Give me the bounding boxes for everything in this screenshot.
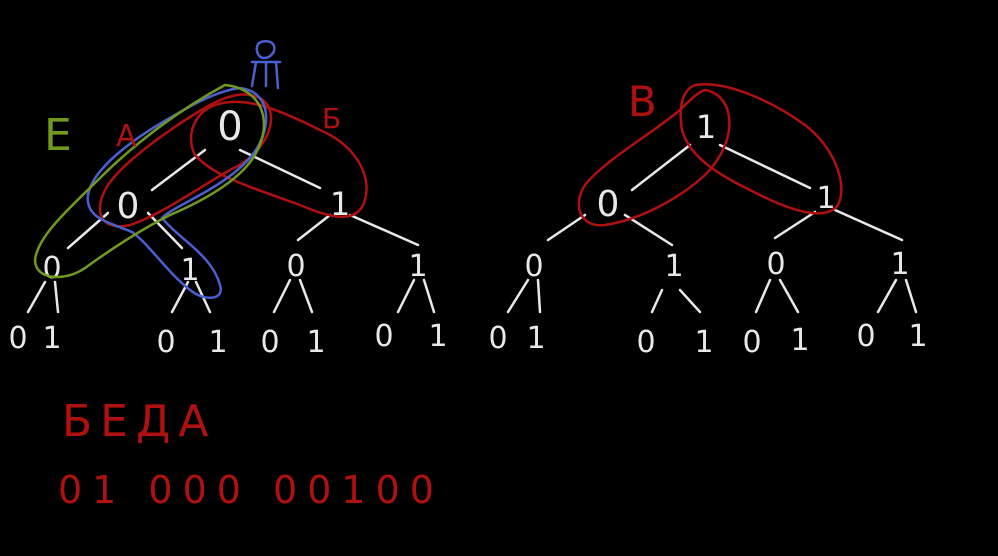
edge [546,213,587,242]
result: БЕДА 01 000 00100 [58,396,444,512]
tree-1-l1-left: 0 [117,186,140,227]
edge [650,288,664,314]
tree-1-leaf-1: 1 [42,321,61,356]
binary-code: 01 000 00100 [58,468,444,512]
edge [904,278,918,314]
tree-1-leaf-3: 1 [208,325,227,360]
edge [718,143,812,190]
tree-2-leaf-3: 1 [694,325,713,360]
edge [53,280,60,314]
tree-2-edges [506,143,918,314]
edge [623,213,674,247]
tree-2-leaf-1: 1 [526,321,545,356]
edge [396,278,416,314]
label-e: Е [44,110,72,161]
tree-1-l2-0: 0 [42,251,61,286]
tree-2-leaf-4: 0 [742,325,761,360]
tree-2-l1-right: 1 [816,181,835,216]
loop-d [86,86,268,299]
label-b: Б [322,102,341,135]
tree-2-l2-2: 0 [766,247,785,282]
tree-2-l2-0: 0 [524,249,543,284]
tree-1-leaf-0: 0 [8,321,27,356]
tree-2-l1-left: 0 [597,184,620,225]
edge [296,213,332,242]
edge [833,208,904,242]
edge [422,278,436,314]
tree-1-leaf-2: 0 [156,325,175,360]
tree-1-l2-3: 1 [408,249,427,284]
loop-e [33,83,266,279]
edge [26,280,47,314]
edge [678,288,702,314]
tree-2-leaf-6: 0 [856,319,875,354]
tree-1-l2-2: 0 [286,249,305,284]
tree-1-leaf-4: 0 [260,325,279,360]
loop-v-right [679,83,843,215]
tree-1-leaf-6: 0 [374,319,393,354]
edge [778,278,800,314]
tree-2-leaf-0: 0 [488,321,507,356]
tree-2-leaf-5: 1 [790,323,809,358]
tree-1-l2-1: 1 [180,253,199,288]
label-v: В [628,77,657,126]
edge [348,213,420,247]
tree-1-leaf-7: 1 [428,319,447,354]
edge [506,278,530,314]
tree-1-l1-right: 1 [330,185,350,223]
word-beda: БЕДА [62,396,216,447]
tree-2-leaf-2: 0 [636,325,655,360]
label-a: А [116,119,137,154]
edge [754,278,772,314]
tree-1-root: 0 [217,104,242,150]
group-loops [33,83,843,299]
tree-2-leaf-7: 1 [908,319,927,354]
edge [630,143,692,192]
edge [272,278,292,314]
edge [876,278,898,314]
tree-1-leaf-5: 1 [306,325,325,360]
tree-2-l2-3: 1 [890,247,909,282]
loop-b [189,100,368,218]
edge [773,210,817,240]
person-icon [250,40,282,90]
edge [146,211,184,250]
edge [536,278,542,314]
tree-2-l2-1: 1 [664,249,683,284]
tree-2-root: 1 [696,108,716,146]
edge [298,278,314,314]
group-labels: Е А Б В [44,77,657,161]
